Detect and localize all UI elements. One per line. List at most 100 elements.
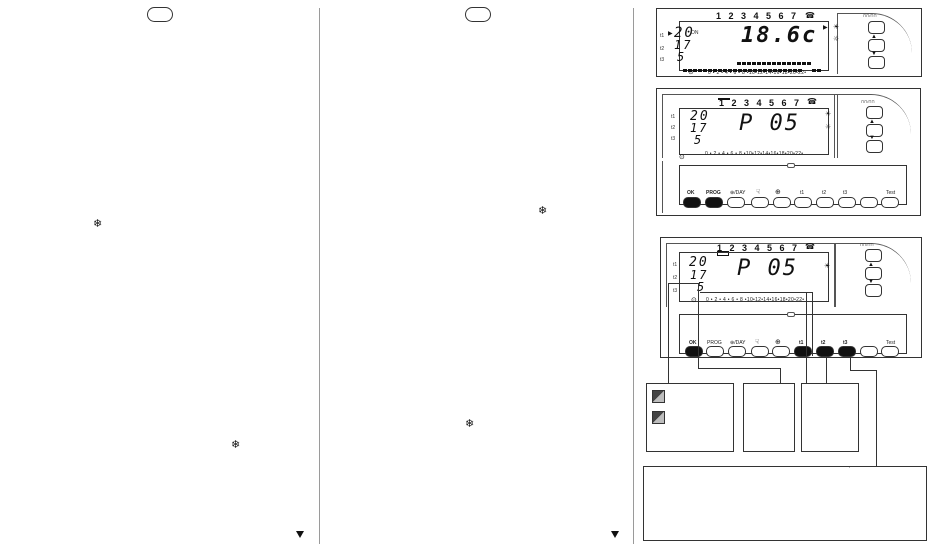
moon-icon: ☼ xyxy=(833,35,840,43)
time-main: 20 xyxy=(690,109,710,124)
t1-label: t1 xyxy=(799,340,804,346)
up-button[interactable] xyxy=(865,267,882,280)
connector-line xyxy=(668,283,669,383)
t2-label: t2 xyxy=(822,190,827,196)
lcd-screen xyxy=(679,108,829,155)
label-t3: t3 xyxy=(671,136,676,142)
program-bars xyxy=(737,52,812,65)
arrow-down-icon[interactable] xyxy=(296,531,304,538)
connector-line xyxy=(698,283,699,368)
device-outline xyxy=(834,94,911,158)
callout-box-legend xyxy=(646,383,734,452)
up-button[interactable] xyxy=(866,124,883,137)
test-label: Test xyxy=(886,190,896,196)
ok-label: OK xyxy=(687,190,695,196)
up-button[interactable] xyxy=(868,39,885,52)
ok-label: OK xyxy=(689,340,697,346)
down-button[interactable] xyxy=(865,284,882,297)
t2-button[interactable] xyxy=(816,346,834,357)
device-frame xyxy=(662,94,838,158)
program-bars xyxy=(812,59,822,72)
callout-box-t1 xyxy=(743,383,795,452)
label-t2: t2 xyxy=(673,275,678,281)
blank-button[interactable] xyxy=(860,346,878,357)
t3-label: t3 xyxy=(843,190,848,196)
down-button[interactable] xyxy=(866,140,883,153)
ok-button[interactable] xyxy=(683,197,701,208)
t3-label: t3 xyxy=(843,340,848,346)
t3-button[interactable] xyxy=(838,346,856,357)
t1-button[interactable] xyxy=(794,197,812,208)
t2-button[interactable] xyxy=(816,197,834,208)
phone-icon: ☎ xyxy=(805,242,815,251)
device-outline xyxy=(834,243,911,307)
manual-icon: ☟ xyxy=(756,188,761,196)
time-row2: 17 xyxy=(690,121,709,135)
weekday-row: 1 2 3 4 5 6 7 xyxy=(719,98,802,108)
connector-line xyxy=(780,368,781,383)
connector-line xyxy=(850,370,876,371)
pointer-icon: ▶ xyxy=(823,25,828,31)
latch xyxy=(787,312,795,317)
hour-scale: 0 • 2 • 4 • 6 • 8 •10•12•14•16•18•20•22• xyxy=(706,297,805,303)
mode-label: ⊓⊓/⊓⊓ xyxy=(861,99,875,104)
down-arrow-icon: ▼ xyxy=(871,51,877,57)
day-button[interactable] xyxy=(727,197,745,208)
label-t2: t2 xyxy=(660,46,665,52)
snowflake-icon: ❄ xyxy=(93,217,103,230)
prog-button[interactable] xyxy=(706,346,724,357)
connector-line xyxy=(850,356,851,370)
up-arrow-icon: ▲ xyxy=(868,262,874,268)
time-main: 20 xyxy=(689,255,709,270)
manual-button[interactable] xyxy=(751,197,769,208)
up-arrow-icon: ▲ xyxy=(869,119,875,125)
marker: . xyxy=(849,464,851,470)
down-button[interactable] xyxy=(868,56,885,69)
mode-label: ⊓⊓/⊓⊓ xyxy=(863,13,877,18)
lcd-screen xyxy=(679,252,829,302)
arrow-down-icon[interactable] xyxy=(611,531,619,538)
hour-scale: 0 • 2 • 4 • 6 • 8 •10•12•14•16•18•20•22• xyxy=(705,151,804,157)
test-button[interactable] xyxy=(881,346,899,357)
day-button[interactable] xyxy=(728,346,746,357)
t1-button[interactable] xyxy=(794,346,812,357)
clock-icon: ⊙ xyxy=(691,296,697,304)
language-tab-left xyxy=(147,7,173,22)
t3-button[interactable] xyxy=(838,197,856,208)
manual-button[interactable] xyxy=(751,346,769,357)
program-bars xyxy=(683,59,803,72)
thermostat-figure-1: 1 2 3 4 5 6 7 ☎ ▶ t1 t2 t3 20 ON 17 5 18… xyxy=(656,8,922,77)
pointer-icon: ▶ xyxy=(668,31,673,37)
device-frame xyxy=(666,243,836,307)
blank-button[interactable] xyxy=(860,197,878,208)
sun-icon: ☀ xyxy=(825,110,832,118)
copy-button[interactable] xyxy=(773,197,791,208)
mode-button[interactable] xyxy=(865,249,882,262)
time-row2: 17 xyxy=(690,268,709,282)
program-readout: P 05 xyxy=(739,111,800,136)
ok-button[interactable] xyxy=(685,346,703,357)
weekday-row: 1 2 3 4 5 6 7 xyxy=(716,11,799,21)
connector-line xyxy=(812,292,813,356)
label-t1: t1 xyxy=(660,33,665,39)
callout-box-t2 xyxy=(801,383,859,452)
label-t1: t1 xyxy=(673,262,678,268)
manual-icon: ☟ xyxy=(755,338,760,346)
mode-button[interactable] xyxy=(866,106,883,119)
down-arrow-icon: ▼ xyxy=(868,279,874,285)
time-main: 20 xyxy=(674,25,695,41)
mode-button[interactable] xyxy=(868,21,885,34)
snowflake-icon: ❄ xyxy=(231,438,241,451)
moon-icon: ☼ xyxy=(825,123,832,131)
column-divider xyxy=(319,8,320,544)
device-outline xyxy=(837,13,912,74)
connector-line xyxy=(668,283,698,284)
label-t3: t3 xyxy=(660,57,665,63)
test-button[interactable] xyxy=(881,197,899,208)
mode-label: ⊓⊓/⊓⊓ xyxy=(860,242,874,247)
weekday-row: 1 2 3 4 5 6 7 xyxy=(717,243,800,253)
prog-button[interactable] xyxy=(705,197,723,208)
day-marker xyxy=(718,98,730,100)
day-label: ⊕/DAY xyxy=(730,340,746,346)
copy-button[interactable] xyxy=(772,346,790,357)
